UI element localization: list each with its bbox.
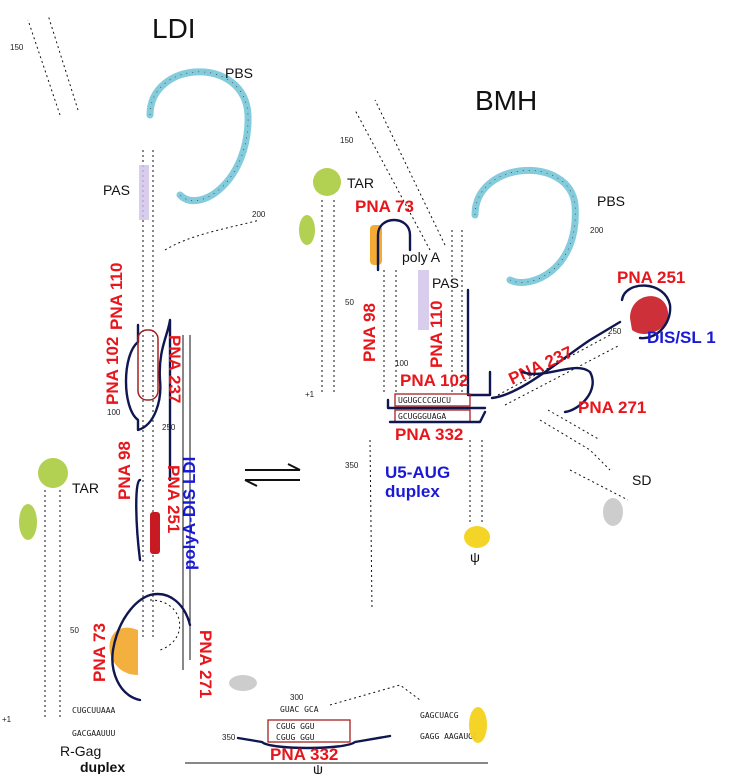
ldi-pna102-box <box>137 329 159 401</box>
ldi-psi-label: ψ <box>313 761 323 774</box>
bmh-number-250: 250 <box>608 327 622 336</box>
ldi-bottom-region: CUGCUUAAA GACGAAUUU R-Gag duplex GUAC GC… <box>60 675 488 774</box>
bmh-pna102: PNA 102 <box>400 371 468 390</box>
ldi-hairpin-150: 150 <box>10 14 79 116</box>
ldi-title: LDI <box>152 13 196 44</box>
ldi-tar-label: TAR <box>72 480 99 496</box>
ldi-rgag-label: R-Gag <box>60 743 101 759</box>
bmh-number-200: 200 <box>590 226 604 235</box>
bmh-u5aug-label: U5-AUG <box>385 463 450 482</box>
bmh-pna98: PNA 98 <box>360 303 379 362</box>
bmh-dis-label: DIS/SL 1 <box>647 328 716 347</box>
bmh-duplex-label: duplex <box>385 482 440 501</box>
bmh-u5aug-duplex: PNA 102 UGUGCCCGUCU GCUGGGUAGA PNA 332 U… <box>345 371 487 611</box>
ldi-pas-label: PAS <box>103 182 130 198</box>
bmh-psi-hairpin: ψ <box>464 440 490 565</box>
bmh-dis-arm: PNA 251 DIS/SL 1 250 PNA 237 <box>490 268 716 406</box>
ldi-polya-dis-label: polyA-DIS LDI <box>180 457 199 570</box>
ldi-number-350: 350 <box>222 733 236 742</box>
bmh-panel: BMH 150 PBS 200 TAR 50 +1 PNA 73 <box>299 85 716 611</box>
bmh-tar-label: TAR <box>347 175 374 191</box>
ldi-number-100: 100 <box>107 408 121 417</box>
bmh-polya-hairpin: poly A 100 <box>370 218 441 395</box>
bmh-pna237: PNA 237 <box>506 343 576 389</box>
ldi-number-150: 150 <box>10 43 24 52</box>
ldi-pna73: PNA 73 <box>90 623 109 682</box>
ldi-box-bottom-seq: CGUG GGU <box>276 733 315 742</box>
ldi-panel: LDI 150 PBS 200 PAS 100 250 <box>2 13 488 774</box>
bmh-number-150: 150 <box>340 136 354 145</box>
bmh-pna332: PNA 332 <box>395 425 463 444</box>
bmh-psi-label: ψ <box>470 549 480 565</box>
bmh-number-100: 100 <box>395 359 409 368</box>
bmh-title: BMH <box>475 85 537 116</box>
ldi-tar-hairpin: TAR 50 +1 <box>2 458 99 724</box>
ldi-pna332-box <box>267 719 351 743</box>
ldi-duplex-label: duplex <box>80 759 125 774</box>
ldi-box-top-seq: CGUG GGU <box>276 722 315 731</box>
ldi-pna271: PNA 271 <box>196 630 215 698</box>
bmh-number-350: 350 <box>345 461 359 470</box>
ldi-bottom-right-top-seq: GAGCUACG <box>420 711 459 720</box>
bmh-number-plus1: +1 <box>305 390 315 399</box>
bmh-pbs-label: PBS <box>597 193 625 209</box>
ldi-rgag-top-seq: CUGCUUAAA <box>72 706 116 715</box>
bmh-polya-label: poly A <box>402 249 441 265</box>
ldi-pna102: PNA 102 <box>103 337 122 405</box>
bmh-pna251: PNA 251 <box>617 268 685 287</box>
bmh-box-top-seq: UGUGCCCGUCU <box>398 396 451 405</box>
ldi-number-plus1: +1 <box>2 715 12 724</box>
ldi-pas-highlight <box>139 165 149 220</box>
bmh-hairpin-150: 150 <box>340 99 446 251</box>
ldi-pna237: PNA 237 <box>165 335 184 403</box>
ldi-bottom-right-bottom-seq: GAGG AAGAUGC <box>420 732 478 741</box>
bmh-tar-hairpin: TAR 50 +1 <box>299 168 374 399</box>
ldi-pbs-label: PBS <box>225 65 253 81</box>
equilibrium-arrows <box>244 463 301 487</box>
ldi-pna332: PNA 332 <box>270 745 338 764</box>
ldi-bottom-mid-seq: GUAC GCA <box>280 705 319 714</box>
ldi-number-300: 300 <box>290 693 304 702</box>
ldi-pbs-loop: PBS 200 <box>146 65 266 251</box>
ldi-polya-loop <box>109 592 192 702</box>
ldi-number-50: 50 <box>70 626 79 635</box>
bmh-pna271: PNA 271 <box>578 398 646 417</box>
ldi-pna98: PNA 98 <box>115 441 134 500</box>
ldi-rgag-bottom-seq: GACGAAUUU <box>72 729 116 738</box>
ldi-main-stem: PAS 100 250 <box>103 150 176 640</box>
bmh-box-bottom-seq: GCUGGGUAGA <box>398 412 446 421</box>
ldi-pna110: PNA 110 <box>107 263 126 330</box>
ldi-number-200: 200 <box>252 210 266 219</box>
ldi-pna251: PNA 251 <box>164 465 183 533</box>
ldi-strand-line <box>124 318 172 562</box>
bmh-number-50: 50 <box>345 298 354 307</box>
bmh-pbs-loop: PBS 200 <box>471 166 625 286</box>
bmh-pna110: PNA 110 <box>427 301 446 368</box>
bmh-pna73: PNA 73 <box>355 197 414 216</box>
ldi-pna251-highlight <box>150 512 160 554</box>
bmh-sd-hairpin: SD PNA 271 <box>520 366 651 526</box>
bmh-sd-label: SD <box>632 472 651 488</box>
bmh-pas-label: PAS <box>432 275 459 291</box>
bmh-pas-stem: PAS <box>418 230 492 397</box>
